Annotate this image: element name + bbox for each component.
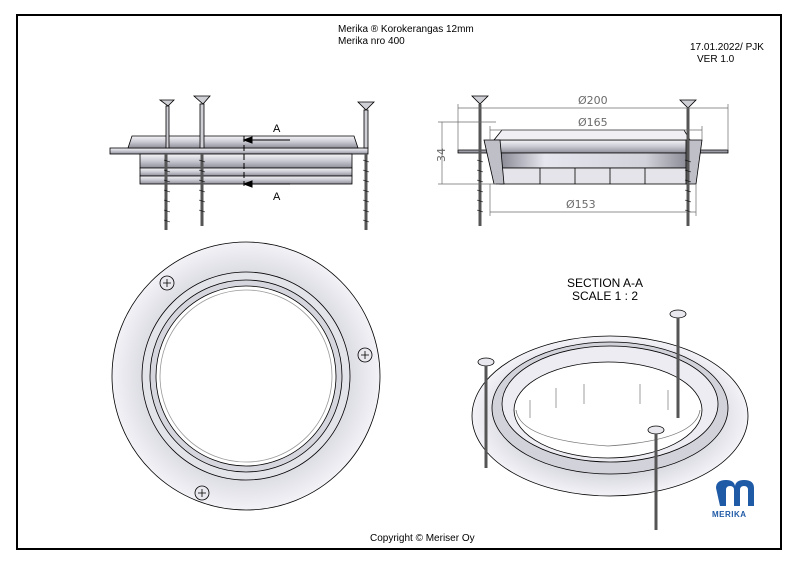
- section-marker-bottom: A: [273, 191, 281, 203]
- top-view: [111, 241, 381, 511]
- dim-height: 34: [435, 148, 448, 162]
- top-view-screws: [159, 275, 373, 501]
- section-screws: [471, 95, 697, 226]
- drawing-border: [16, 14, 782, 550]
- screw: [357, 101, 375, 230]
- section-view: [457, 129, 729, 185]
- section-marker-top: A: [273, 123, 281, 135]
- screw: [192, 95, 211, 226]
- merika-logo: [716, 480, 754, 506]
- copyright: Copyright © Meriser Oy: [370, 533, 475, 544]
- dim-bottom-diameter: Ø153: [566, 198, 596, 211]
- front-view: [109, 135, 369, 186]
- product-name: Merika ® Korokerangas 12mm: [338, 24, 474, 35]
- section-label: SECTION A-A: [566, 276, 643, 290]
- date-author: 17.01.2022/ PJK: [690, 42, 764, 53]
- ring-body-groove: [139, 167, 353, 177]
- section-arrows: [242, 136, 290, 188]
- merika-logo-text: MERIKA: [712, 510, 747, 519]
- ring-body-upper: [139, 153, 353, 169]
- dimension-lines: [438, 104, 729, 216]
- top-rim: [127, 135, 359, 149]
- screw: [158, 99, 175, 230]
- isometric-screws: [477, 309, 687, 530]
- front-screws: [158, 95, 375, 230]
- flange: [109, 147, 369, 155]
- product-number: Merika nro 400: [338, 36, 405, 47]
- isometric-view: [471, 335, 749, 497]
- dim-inner-diameter: Ø165: [578, 116, 608, 129]
- section-scale: SCALE 1 : 2: [571, 289, 639, 303]
- version: VER 1.0: [697, 54, 735, 65]
- dim-outer-diameter: Ø200: [578, 94, 608, 107]
